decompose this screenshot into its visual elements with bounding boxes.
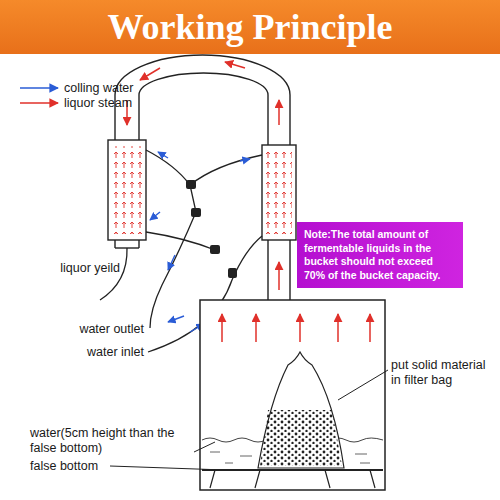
part-label: false bottom [30,459,110,474]
note-text: Note:The total amount of fermentable liq… [304,228,456,282]
outlet-label: liquor yeild [40,261,120,276]
leader-lines [110,370,388,470]
title-text: Working Principle [0,6,500,48]
legend-text: liquor steam [64,96,132,111]
fermentation-bucket [200,300,385,490]
part-label: put solid material in filter bag [391,358,495,388]
outlet-label: water outlet [52,322,144,337]
inlet-label: water inlet [52,345,144,360]
cooling-jacket [108,140,296,240]
hose-valves [186,180,237,278]
vapour-arrows [222,314,370,342]
legend-arrows [20,88,58,103]
part-label: water(5cm height than the false bottom) [30,426,192,456]
note-box: Note:The total amount of fermentable liq… [297,222,463,288]
steam-arrows [127,62,279,290]
filter-bag [258,352,344,468]
legend-text: colling water [64,81,133,96]
